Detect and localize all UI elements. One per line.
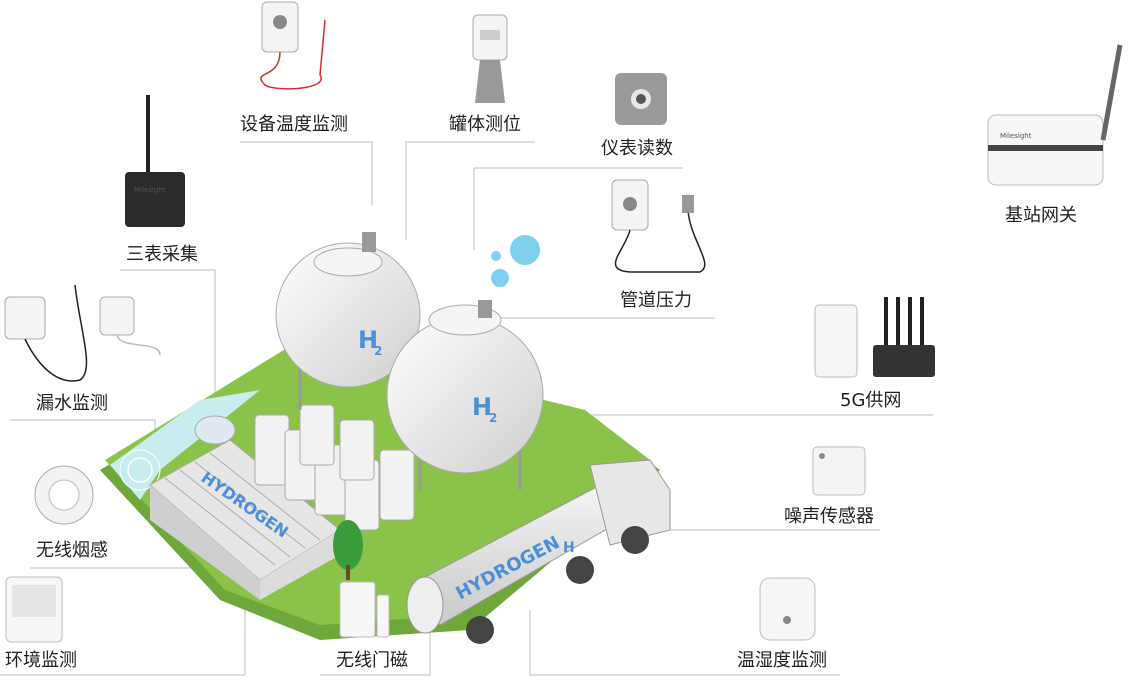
label-equipment-temp: 设备温度监测 [240,114,348,135]
label-noise: 噪声传感器 [784,506,874,527]
fiveg-router-icon [814,297,935,378]
temp-humidity-sensor-icon [759,577,816,641]
tank-right-sub: 2 [489,411,497,425]
tank-left-h: H [358,326,378,354]
three-meter-collector-icon: Milesight [125,95,185,227]
noise-sensor-icon [812,446,866,496]
label-smoke: 无线烟感 [36,540,108,561]
pipe-pressure-sensor-icon [611,179,706,273]
tank-level-sensor-icon [472,14,508,103]
label-door: 无线门磁 [336,650,408,671]
gateway-brand: Milesight [1000,132,1032,140]
label-base-gateway: 基站网关 [1005,205,1077,226]
meter-reading-camera-icon [615,73,667,125]
truck-h2-text: H [563,540,575,556]
collector-brand: Milesight [134,186,166,194]
label-meter-reading: 仪表读数 [601,138,673,159]
label-tank-level: 罐体测位 [449,114,521,135]
label-fiveg: 5G供网 [840,390,902,411]
water-leak-sensor-icon [4,284,161,382]
environment-monitor-icon [5,576,63,643]
tank-left-sub: 2 [374,344,382,358]
tank-right-h: H [472,393,492,421]
gateway-device-icon: Milesight [987,44,1123,186]
label-temp-humidity: 温湿度监测 [737,650,827,671]
hydrogen-building: HYDROGEN [149,439,341,600]
smoke-detector-icon [34,465,94,525]
hydrogen-bubbles [491,235,540,287]
hydrogen-tank-right: H 2 [386,300,544,490]
door-sensor-icon [339,581,390,638]
label-pipe-pressure: 管道压力 [620,290,692,311]
equipment-temp-sensor-icon [260,1,326,90]
storage-racks [194,404,415,531]
label-three-meter: 三表采集 [126,244,198,265]
tree [333,520,363,580]
label-water-leak: 漏水监测 [36,393,108,414]
hydrogen-tank-left: H 2 [275,232,421,410]
label-environment: 环境监测 [5,650,77,671]
